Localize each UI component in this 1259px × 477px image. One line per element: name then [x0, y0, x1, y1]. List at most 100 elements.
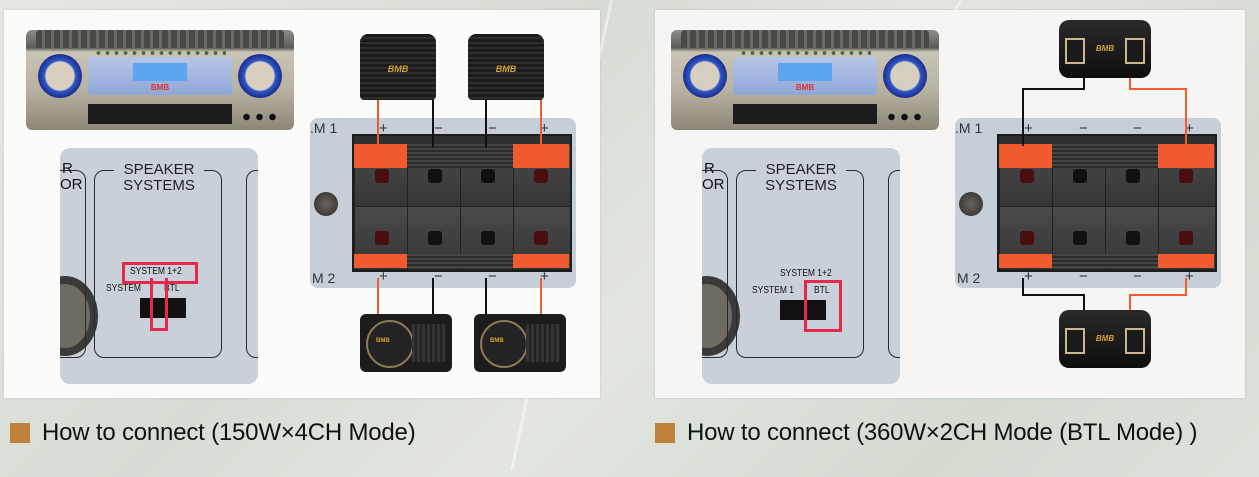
- terminal-lever-black[interactable]: [1052, 144, 1108, 168]
- section-label-partial: OR: [702, 176, 725, 193]
- speaker-systems-title: SPEAKER: [756, 162, 846, 177]
- terminal-lever-red[interactable]: [1158, 254, 1214, 268]
- terminal-lever-black[interactable]: [1105, 254, 1161, 268]
- terminal-lever-red[interactable]: [999, 144, 1055, 168]
- diagram-panel-4ch: BMB R OR SPEAKER SYSTEMS SYSTEM 1+2 SYST…: [4, 10, 600, 398]
- speaker-btl-top: BMB: [1059, 20, 1151, 78]
- rear-panel-section-left: [60, 170, 86, 358]
- terminal-lever-black[interactable]: [460, 254, 516, 268]
- mic-jacks: [240, 112, 280, 122]
- terminal-lever-red[interactable]: [354, 144, 410, 168]
- rear-panel: R OR SPEAKER SYSTEMS SYSTEM 1+2 SYSTEM 1…: [702, 148, 900, 384]
- caption-marker-square: [655, 423, 675, 443]
- polarity-bottom-1: +: [1024, 268, 1033, 285]
- wire-positive: [377, 278, 379, 316]
- wire-btl-top-red: [1185, 88, 1187, 146]
- wire-btl-top-red: [1129, 88, 1187, 90]
- polarity-top-2: −: [434, 120, 443, 137]
- speaker-system1-right: BMB: [468, 34, 544, 100]
- section-label-partial: R: [704, 160, 715, 177]
- volume-knob: [238, 54, 282, 98]
- highlight-btl: [804, 280, 842, 332]
- section-label-partial: R: [62, 160, 73, 177]
- section-label-partial: OR: [60, 176, 83, 193]
- terminal-lever-red[interactable]: [513, 144, 569, 168]
- switch-label-btl: BTL: [164, 283, 180, 294]
- rear-panel-section-left: [702, 170, 728, 358]
- speaker-brand: BMB: [495, 64, 517, 74]
- polarity-top-2: −: [1079, 120, 1088, 137]
- system2-label: M 2: [957, 270, 981, 286]
- screw: [314, 192, 338, 216]
- switch-label-system12: SYSTEM 1+2: [130, 266, 182, 277]
- polarity-bottom-4: +: [1185, 268, 1194, 285]
- terminal-lever-red[interactable]: [513, 254, 569, 268]
- wire-btl-bottom-red: [1129, 294, 1187, 296]
- polarity-bottom-3: −: [488, 268, 497, 285]
- amplifier-buttons: [94, 50, 226, 56]
- polarity-top-4: +: [540, 120, 549, 137]
- speaker-systems-title: SYSTEMS: [756, 178, 846, 193]
- switch-label-system12: SYSTEM 1+2: [780, 268, 832, 279]
- polarity-top-3: −: [1133, 120, 1142, 137]
- speaker-brand: BMB: [1095, 334, 1115, 343]
- wire-btl-bottom-red: [1185, 278, 1187, 296]
- speaker-terminal-plate: .M 1 M 2 + − − + + − − +: [310, 118, 576, 288]
- wire-btl-bottom-black: [1022, 294, 1084, 296]
- wire-negative: [432, 88, 434, 148]
- speaker-brand: BMB: [376, 338, 390, 344]
- caption-marker-square: [10, 423, 30, 443]
- polarity-bottom-4: +: [540, 268, 549, 285]
- system1-label: .M 1: [310, 120, 338, 136]
- lcd-screen: [133, 63, 187, 81]
- lcd-screen: [778, 63, 832, 81]
- polarity-top-4: +: [1185, 120, 1194, 137]
- speaker-terminal-plate: .M 1 M 2 + − − + + − − +: [955, 118, 1221, 288]
- terminal-lever-red[interactable]: [999, 254, 1055, 268]
- terminal-block: [997, 134, 1217, 272]
- rear-panel-section-right: [888, 170, 900, 358]
- wire-positive: [540, 278, 542, 316]
- speaker-systems-title: SPEAKER: [114, 162, 204, 177]
- amplifier-image: BMB: [671, 30, 939, 130]
- amplifier-grill: [681, 30, 929, 48]
- wire-btl-top-red: [1129, 76, 1131, 90]
- terminal-lever-black[interactable]: [1052, 254, 1108, 268]
- mode-slide-switch[interactable]: [780, 300, 826, 320]
- speaker-system2-left: BMB: [360, 314, 452, 372]
- speaker-system2-right: BMB: [474, 314, 566, 372]
- amplifier-grill: [36, 30, 284, 48]
- volume-knob: [38, 54, 82, 98]
- system1-label: .M 1: [955, 120, 983, 136]
- speaker-system1-left: BMB: [360, 34, 436, 100]
- system2-label: M 2: [312, 270, 336, 286]
- speaker-btl-bottom: BMB: [1059, 310, 1151, 368]
- amplifier-display: BMB: [733, 57, 877, 95]
- terminal-block: [352, 134, 572, 272]
- mic-jacks: [885, 112, 925, 122]
- polarity-top-1: +: [379, 120, 388, 137]
- wire-btl-bottom-black: [1083, 294, 1085, 312]
- amplifier-front-strip: [733, 104, 877, 124]
- terminal-lever-red[interactable]: [1158, 144, 1214, 168]
- amplifier-image: BMB: [26, 30, 294, 130]
- wire-positive: [540, 98, 542, 148]
- wire-negative: [485, 88, 487, 148]
- amplifier-logo: BMB: [150, 83, 170, 92]
- terminal-lever-black[interactable]: [407, 254, 463, 268]
- terminal-lever-black[interactable]: [460, 144, 516, 168]
- wire-btl-bottom-black: [1022, 278, 1024, 296]
- speaker-systems-title: SYSTEMS: [114, 178, 204, 193]
- polarity-bottom-1: +: [379, 268, 388, 285]
- highlight-switch-position: [150, 278, 168, 331]
- polarity-bottom-2: −: [434, 268, 443, 285]
- terminal-lever-black[interactable]: [407, 144, 463, 168]
- volume-knob: [883, 54, 927, 98]
- terminal-lever-black[interactable]: [1105, 144, 1161, 168]
- speaker-brand: BMB: [387, 64, 409, 74]
- wire-negative: [432, 278, 434, 316]
- amplifier-logo: BMB: [795, 83, 815, 92]
- terminal-lever-red[interactable]: [354, 254, 410, 268]
- caption-4ch-mode: How to connect (150W×4CH Mode): [10, 419, 416, 447]
- wire-negative: [485, 278, 487, 316]
